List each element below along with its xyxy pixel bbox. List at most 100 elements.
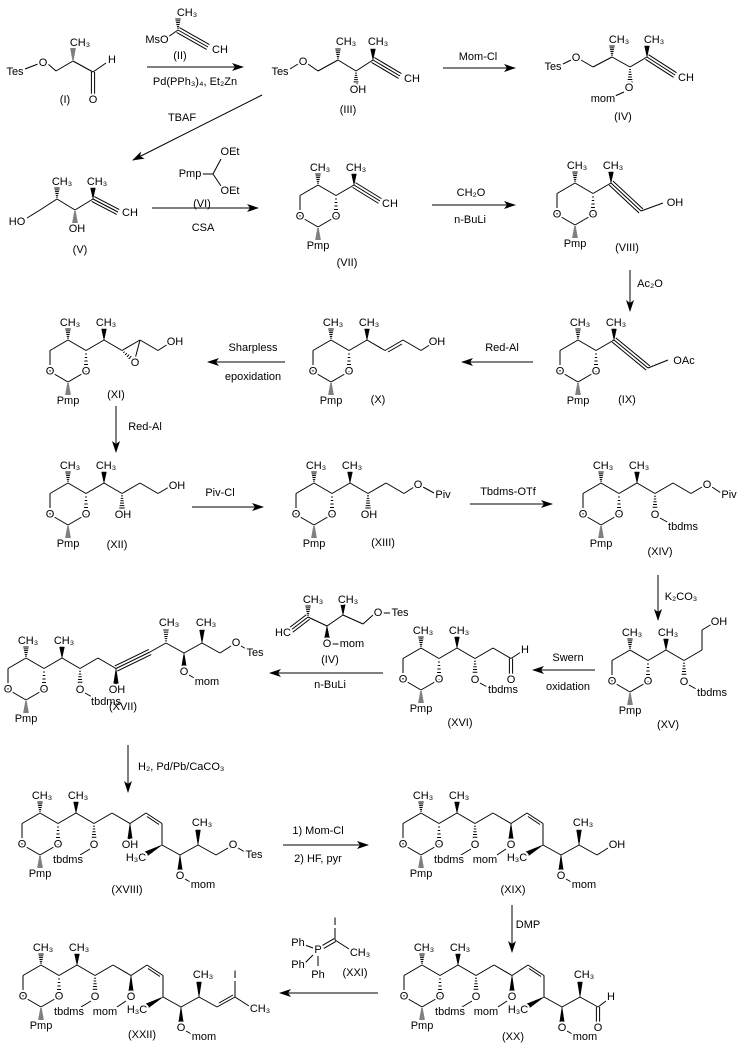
single-bond (402, 679, 422, 691)
atom-label-o: O (558, 1022, 567, 1034)
atom-label-ch3: CH₃ (629, 460, 649, 472)
single-bond (362, 614, 374, 625)
reagent-label-nbuli: n-BuLi (454, 214, 486, 226)
atom-label-ch: CH (382, 198, 398, 210)
atom-label-ch3: CH₃ (450, 942, 470, 954)
single-bond (438, 812, 458, 824)
compound-label-v: (V) (73, 244, 88, 256)
single-bond (218, 994, 234, 1004)
single-bond (157, 486, 170, 494)
single-bond (629, 56, 648, 68)
single-bond (79, 848, 91, 856)
wedge-bond (525, 844, 544, 857)
single-bond (439, 964, 459, 976)
compound-label-ii: (II) (173, 50, 186, 62)
atom-label-h: H (521, 644, 529, 656)
hashed-bond (575, 328, 581, 339)
triple-bond-line (371, 61, 399, 79)
single-bond (162, 996, 182, 1008)
atom-label-o: O (299, 56, 308, 68)
single-bond (611, 56, 631, 68)
hashed-bond (616, 496, 622, 515)
single-bond (659, 517, 670, 524)
compound-label-vi: (VI) (193, 198, 211, 210)
atom-label-mom: mom (573, 1031, 597, 1043)
atom-label-o: O (180, 666, 189, 678)
reagent-label-k2co3: K₂CO₃ (665, 591, 698, 603)
atom-label-o: O (414, 479, 423, 491)
hashed-bond (418, 801, 424, 812)
single-bond (592, 56, 613, 68)
atom-label-ch3: CH₃ (338, 594, 358, 606)
atom-label-ch3: CH₃ (60, 460, 80, 472)
atom-label-o: O (89, 94, 98, 106)
atom-label-ch3: CH₃ (449, 790, 469, 802)
hashed-bond (315, 228, 321, 240)
reagent-label-pd: Pd(PPh₃)₄, Et₂Zn (153, 76, 237, 88)
single-bond (337, 59, 357, 72)
single-bond (527, 816, 541, 825)
single-bond (474, 647, 494, 659)
single-bond (672, 482, 692, 494)
compound-label-vii: (VII) (337, 257, 358, 269)
hashed-bond (418, 691, 424, 703)
hashed-bond (37, 856, 43, 868)
atom-label-o: O (615, 509, 624, 521)
wedge-bond (577, 981, 583, 998)
reagent-label-h2: H₂, Pd/Pb/CaCO₃ (138, 761, 224, 773)
atom-label-ch3: CH₃ (18, 635, 38, 647)
single-bond (304, 954, 314, 964)
atom-label-o: O (76, 684, 85, 696)
atom-label-i: I (233, 969, 236, 981)
atom-label-o: O (436, 991, 445, 1003)
hashed-bond (328, 383, 334, 395)
single-bond (420, 647, 440, 659)
atom-label-pmp: Pmp (15, 713, 38, 725)
single-bond (636, 482, 656, 494)
wedge-bond (177, 854, 183, 872)
reagent-label-pivcl: Piv-Cl (205, 487, 234, 499)
single-bond (582, 482, 602, 494)
atom-label-piv: Piv (721, 489, 737, 501)
compound-label-xix: (XIX) (500, 884, 525, 896)
single-bond (25, 657, 45, 669)
atom-label-ch3: CH₃ (567, 160, 587, 172)
triple-bond-line (646, 56, 676, 76)
single-bond (139, 482, 159, 494)
single-bond (295, 514, 315, 526)
reagent-label-csa: CSA (192, 222, 215, 234)
compound-xiii-bonds (295, 471, 435, 538)
hashed-bond (91, 825, 97, 841)
wedge-bond (576, 829, 582, 846)
atom-label-tes: Tes (391, 607, 409, 619)
hashed-bond (65, 328, 71, 339)
atom-label-ph: Ph (291, 937, 304, 949)
atom-label-ch3: CH₃ (323, 317, 343, 329)
single-bond (355, 59, 374, 72)
wedge-bond (644, 45, 650, 58)
single-bond (67, 482, 87, 494)
single-bond (121, 339, 141, 351)
single-bond (307, 616, 328, 627)
single-bond (711, 486, 722, 494)
atom-label-ch3: CH₃ (177, 7, 197, 19)
single-bond (129, 812, 147, 824)
hashed-bond (627, 693, 633, 705)
double-bond-line (321, 938, 335, 947)
single-bond (403, 486, 415, 494)
hashed-bond (65, 526, 71, 538)
wedge-bond (611, 328, 617, 341)
double-bond-line (323, 940, 337, 949)
single-bond (611, 649, 631, 661)
single-bond (348, 339, 368, 351)
compound-xii-bonds (49, 471, 170, 538)
atom-label-tes: Tes (245, 849, 263, 861)
atom-label-ch3: CH₃ (368, 36, 388, 48)
single-bond (596, 847, 609, 856)
atom-label-ch3: CH₃ (87, 176, 107, 188)
single-bond (402, 812, 422, 824)
hashed-bond (572, 226, 578, 238)
